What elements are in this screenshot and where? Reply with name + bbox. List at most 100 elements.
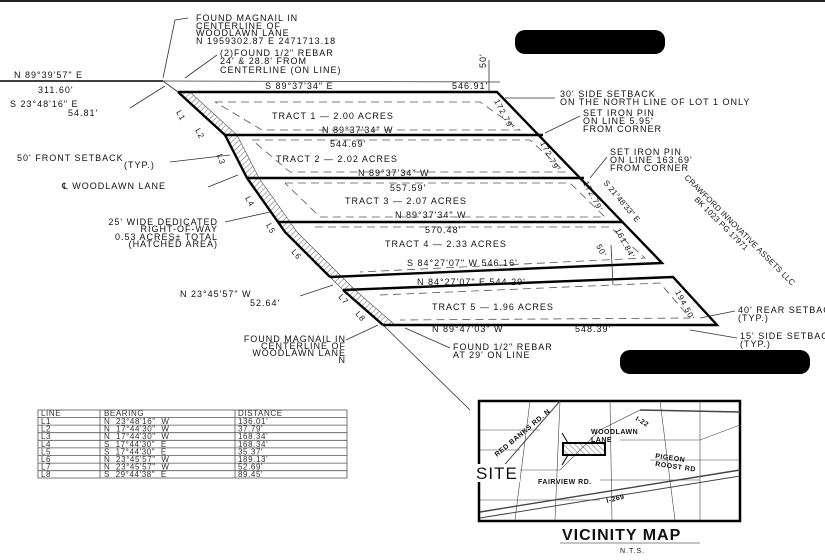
leader-magnail-bottom xyxy=(345,324,379,341)
table-cell-distance: 37.79' xyxy=(238,425,263,434)
svg-text:ON THE NORTH LINE OF LOT 1 ONL: ON THE NORTH LINE OF LOT 1 ONLY xyxy=(560,97,750,107)
west-bearing: S 23°48'16" E xyxy=(10,99,79,109)
leader-front-setback xyxy=(169,154,231,163)
redaction-top xyxy=(515,30,665,54)
leader-rebar-top xyxy=(184,54,218,79)
svg-text:(2)FOUND 1/2" REBAR: (2)FOUND 1/2" REBAR xyxy=(220,48,334,58)
tract-3-top-distance: 557.59' xyxy=(390,183,426,193)
leader-row xyxy=(224,211,271,223)
table-cell-bearing: S 17°44'30" E xyxy=(104,447,167,456)
svg-text:FAIRVIEW RD.: FAIRVIEW RD. xyxy=(538,479,592,486)
west-boundary-lower xyxy=(342,289,384,326)
svg-text:25' WIDE DEDICATED: 25' WIDE DEDICATED xyxy=(108,217,218,227)
table-cell-line: L5 xyxy=(41,447,51,456)
table-cell-bearing: N 17°44'30" W xyxy=(104,432,169,441)
map-street-network xyxy=(479,400,741,521)
tract-5-label: TRACT 5 — 1.96 ACRES xyxy=(432,302,554,312)
table-cell-line: L3 xyxy=(41,432,51,441)
tract-1-label: TRACT 1 — 2.00 ACRES xyxy=(272,111,394,121)
redaction-bottom xyxy=(620,350,810,374)
site-label: SITE xyxy=(476,464,518,483)
svg-text:FROM CORNER: FROM CORNER xyxy=(583,124,662,134)
svg-text:N 1959302.87 E 2471713.18: N 1959302.87 E 2471713.18 xyxy=(196,36,336,46)
svg-text:FOUND MAGNAIL IN: FOUND MAGNAIL IN xyxy=(244,334,346,344)
l7-distance: 52.64' xyxy=(250,298,280,308)
tract-3-setback xyxy=(284,182,606,218)
svg-text:ON LINE 5.95': ON LINE 5.95' xyxy=(583,116,654,126)
table-cell-distance: 168.34' xyxy=(238,440,268,449)
table-cell-line: L6 xyxy=(41,455,51,464)
leader-centerline xyxy=(207,174,239,188)
table-cell-bearing: N 17°44'30" W xyxy=(104,425,169,434)
table-cell-bearing: N 23°45'57" W xyxy=(104,463,169,472)
note-rear-setback: 40' REAR SETBACK (TYP.) xyxy=(738,305,825,323)
svg-text:CENTERLINE (ON LINE): CENTERLINE (ON LINE) xyxy=(220,65,342,75)
svg-text:N: N xyxy=(339,355,347,365)
tract-3-bottom-bearing: N 89°37'34" W xyxy=(395,210,467,220)
table-header-distance: DISTANCE xyxy=(238,409,283,418)
svg-text:SET IRON PIN: SET IRON PIN xyxy=(583,108,655,118)
tract-4-top-distance: 570.48' xyxy=(425,225,461,235)
table-cell-distance: 168.34' xyxy=(238,432,268,441)
table-cell-distance: 136.01' xyxy=(238,417,268,426)
leader-magnail-top xyxy=(162,17,189,79)
leader-side-setback-15 xyxy=(689,329,738,339)
note-side-setback-15: 15' SIDE SETBACK (TYP.) xyxy=(740,331,825,349)
line-label-l1: L1 xyxy=(174,109,187,123)
svg-text:AT 29' ON LINE: AT 29' ON LINE xyxy=(453,350,530,360)
setback-50-top-label: 50' xyxy=(478,53,488,68)
tract-4-bottom-bearing: S 84°27'07" W 546.16' xyxy=(407,258,518,268)
note-magnail-bottom: FOUND MAGNAIL IN CENTERLINE OF WOODLAWN … xyxy=(244,334,347,365)
leader-l7 xyxy=(299,284,334,297)
note-centerline-woodlawn: ℄ WOODLAWN LANE xyxy=(61,181,166,191)
table-cell-bearing: N 23°48'16" W xyxy=(104,417,169,426)
tract-4-setback xyxy=(315,226,646,273)
l7-bearing: N 23°45'57" W xyxy=(180,289,252,299)
leader-rebar-bottom xyxy=(404,327,451,349)
tract-2-bottom-bearing: N 89°37'34" W xyxy=(358,168,430,178)
svg-text:FROM CORNER: FROM CORNER xyxy=(610,163,689,173)
east-bearing: S 21°48'33" E xyxy=(601,179,641,225)
table-cell-distance: 89.45' xyxy=(238,470,263,479)
svg-text:(HATCHED AREA): (HATCHED AREA) xyxy=(129,239,218,249)
west-boundary-upper xyxy=(177,91,331,278)
tract-5-top-bearing: N 84°27'07" E 544.29' xyxy=(417,277,526,287)
table-cell-line: L8 xyxy=(41,470,51,479)
setback-50-dimension-mid xyxy=(610,244,614,286)
table-row: L6 N 23°45'57" W 189.13' xyxy=(41,455,268,464)
north-line-distance: 311.60' xyxy=(38,85,74,95)
table-cell-bearing: S 17°44'30" E xyxy=(104,440,167,449)
table-cell-line: L1 xyxy=(41,417,51,426)
svg-text:LANE: LANE xyxy=(591,437,612,444)
centerline-start xyxy=(162,80,179,93)
tract-2-setback xyxy=(251,139,567,173)
svg-text:30' SIDE SETBACK: 30' SIDE SETBACK xyxy=(560,89,656,99)
svg-text:CRAWFORD INNOVATIVE ASSETS LLC: CRAWFORD INNOVATIVE ASSETS LLC xyxy=(683,173,797,287)
svg-text:BK 1023 PG 17971: BK 1023 PG 17971 xyxy=(693,195,751,253)
vicinity-map-title: VICINITY MAP xyxy=(562,527,681,544)
tract-1-top-bearing: S 89°37'34" E xyxy=(265,81,334,91)
table-header-line: LINE xyxy=(41,409,61,418)
table-cell-bearing: N 23°45'57" W xyxy=(104,455,169,464)
note-iron-pin-2: SET IRON PIN ON LINE 163.69' FROM CORNER xyxy=(610,147,692,173)
tract-1-side-distance: 172.79' xyxy=(492,98,515,131)
svg-text:WOODLAWN LANE: WOODLAWN LANE xyxy=(196,28,290,38)
tract-1-setback xyxy=(214,101,522,131)
svg-text:15' SIDE SETBACK: 15' SIDE SETBACK xyxy=(740,331,825,341)
table-cell-distance: 52.69' xyxy=(238,463,263,472)
svg-text:PIGEON: PIGEON xyxy=(655,453,686,464)
svg-text:WOODLAWN: WOODLAWN xyxy=(591,429,638,436)
tract-5-bottom-bearing: N 89°47'03" W xyxy=(432,324,504,334)
north-line-extension xyxy=(162,80,501,83)
svg-text:SET IRON PIN: SET IRON PIN xyxy=(610,147,682,157)
table-cell-distance: 189.13' xyxy=(238,455,268,464)
svg-text:CENTERLINE OF: CENTERLINE OF xyxy=(261,341,346,351)
line-label-l8: L8 xyxy=(353,310,367,324)
svg-text:WOODLAWN LANE: WOODLAWN LANE xyxy=(252,348,346,358)
tract-4-label: TRACT 4 — 2.33 ACRES xyxy=(385,239,507,249)
note-rebar-top: (2)FOUND 1/2" REBAR 24' & 28.8' FROM CEN… xyxy=(220,48,342,75)
